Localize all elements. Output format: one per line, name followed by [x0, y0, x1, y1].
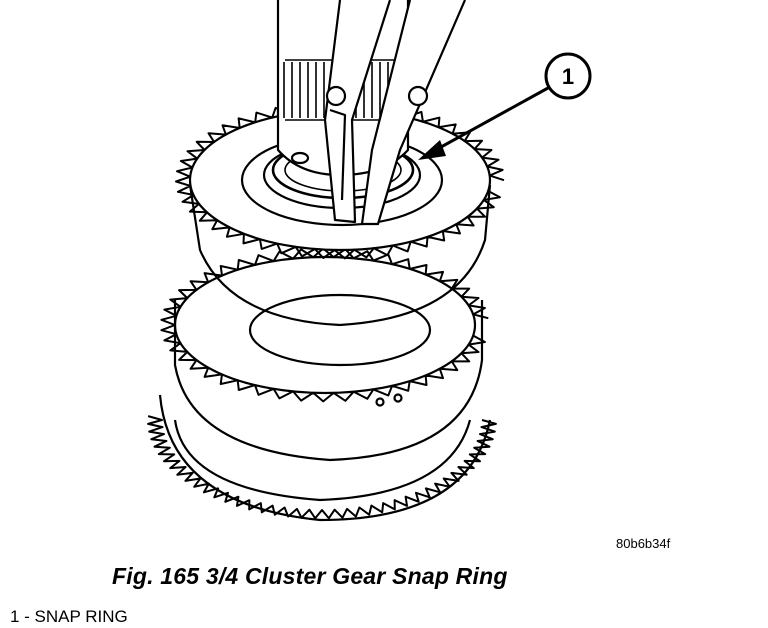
callout-leader [418, 86, 549, 160]
lower-cluster-gear [147, 394, 497, 522]
legend-item: 1 - SNAP RING [10, 607, 128, 626]
figure-caption: Fig. 165 3/4 Cluster Gear Snap Ring [112, 563, 508, 589]
callout-number: 1 [562, 64, 574, 89]
callout-1: 1 [544, 52, 592, 100]
snap-ring-pliers [323, 0, 467, 226]
top-gear-teeth [175, 100, 505, 260]
image-code: 80b6b34f [616, 536, 671, 551]
middle-cluster-gear [160, 247, 489, 462]
middle-gear-teeth [160, 247, 489, 403]
lower-gear-teeth [147, 415, 497, 520]
